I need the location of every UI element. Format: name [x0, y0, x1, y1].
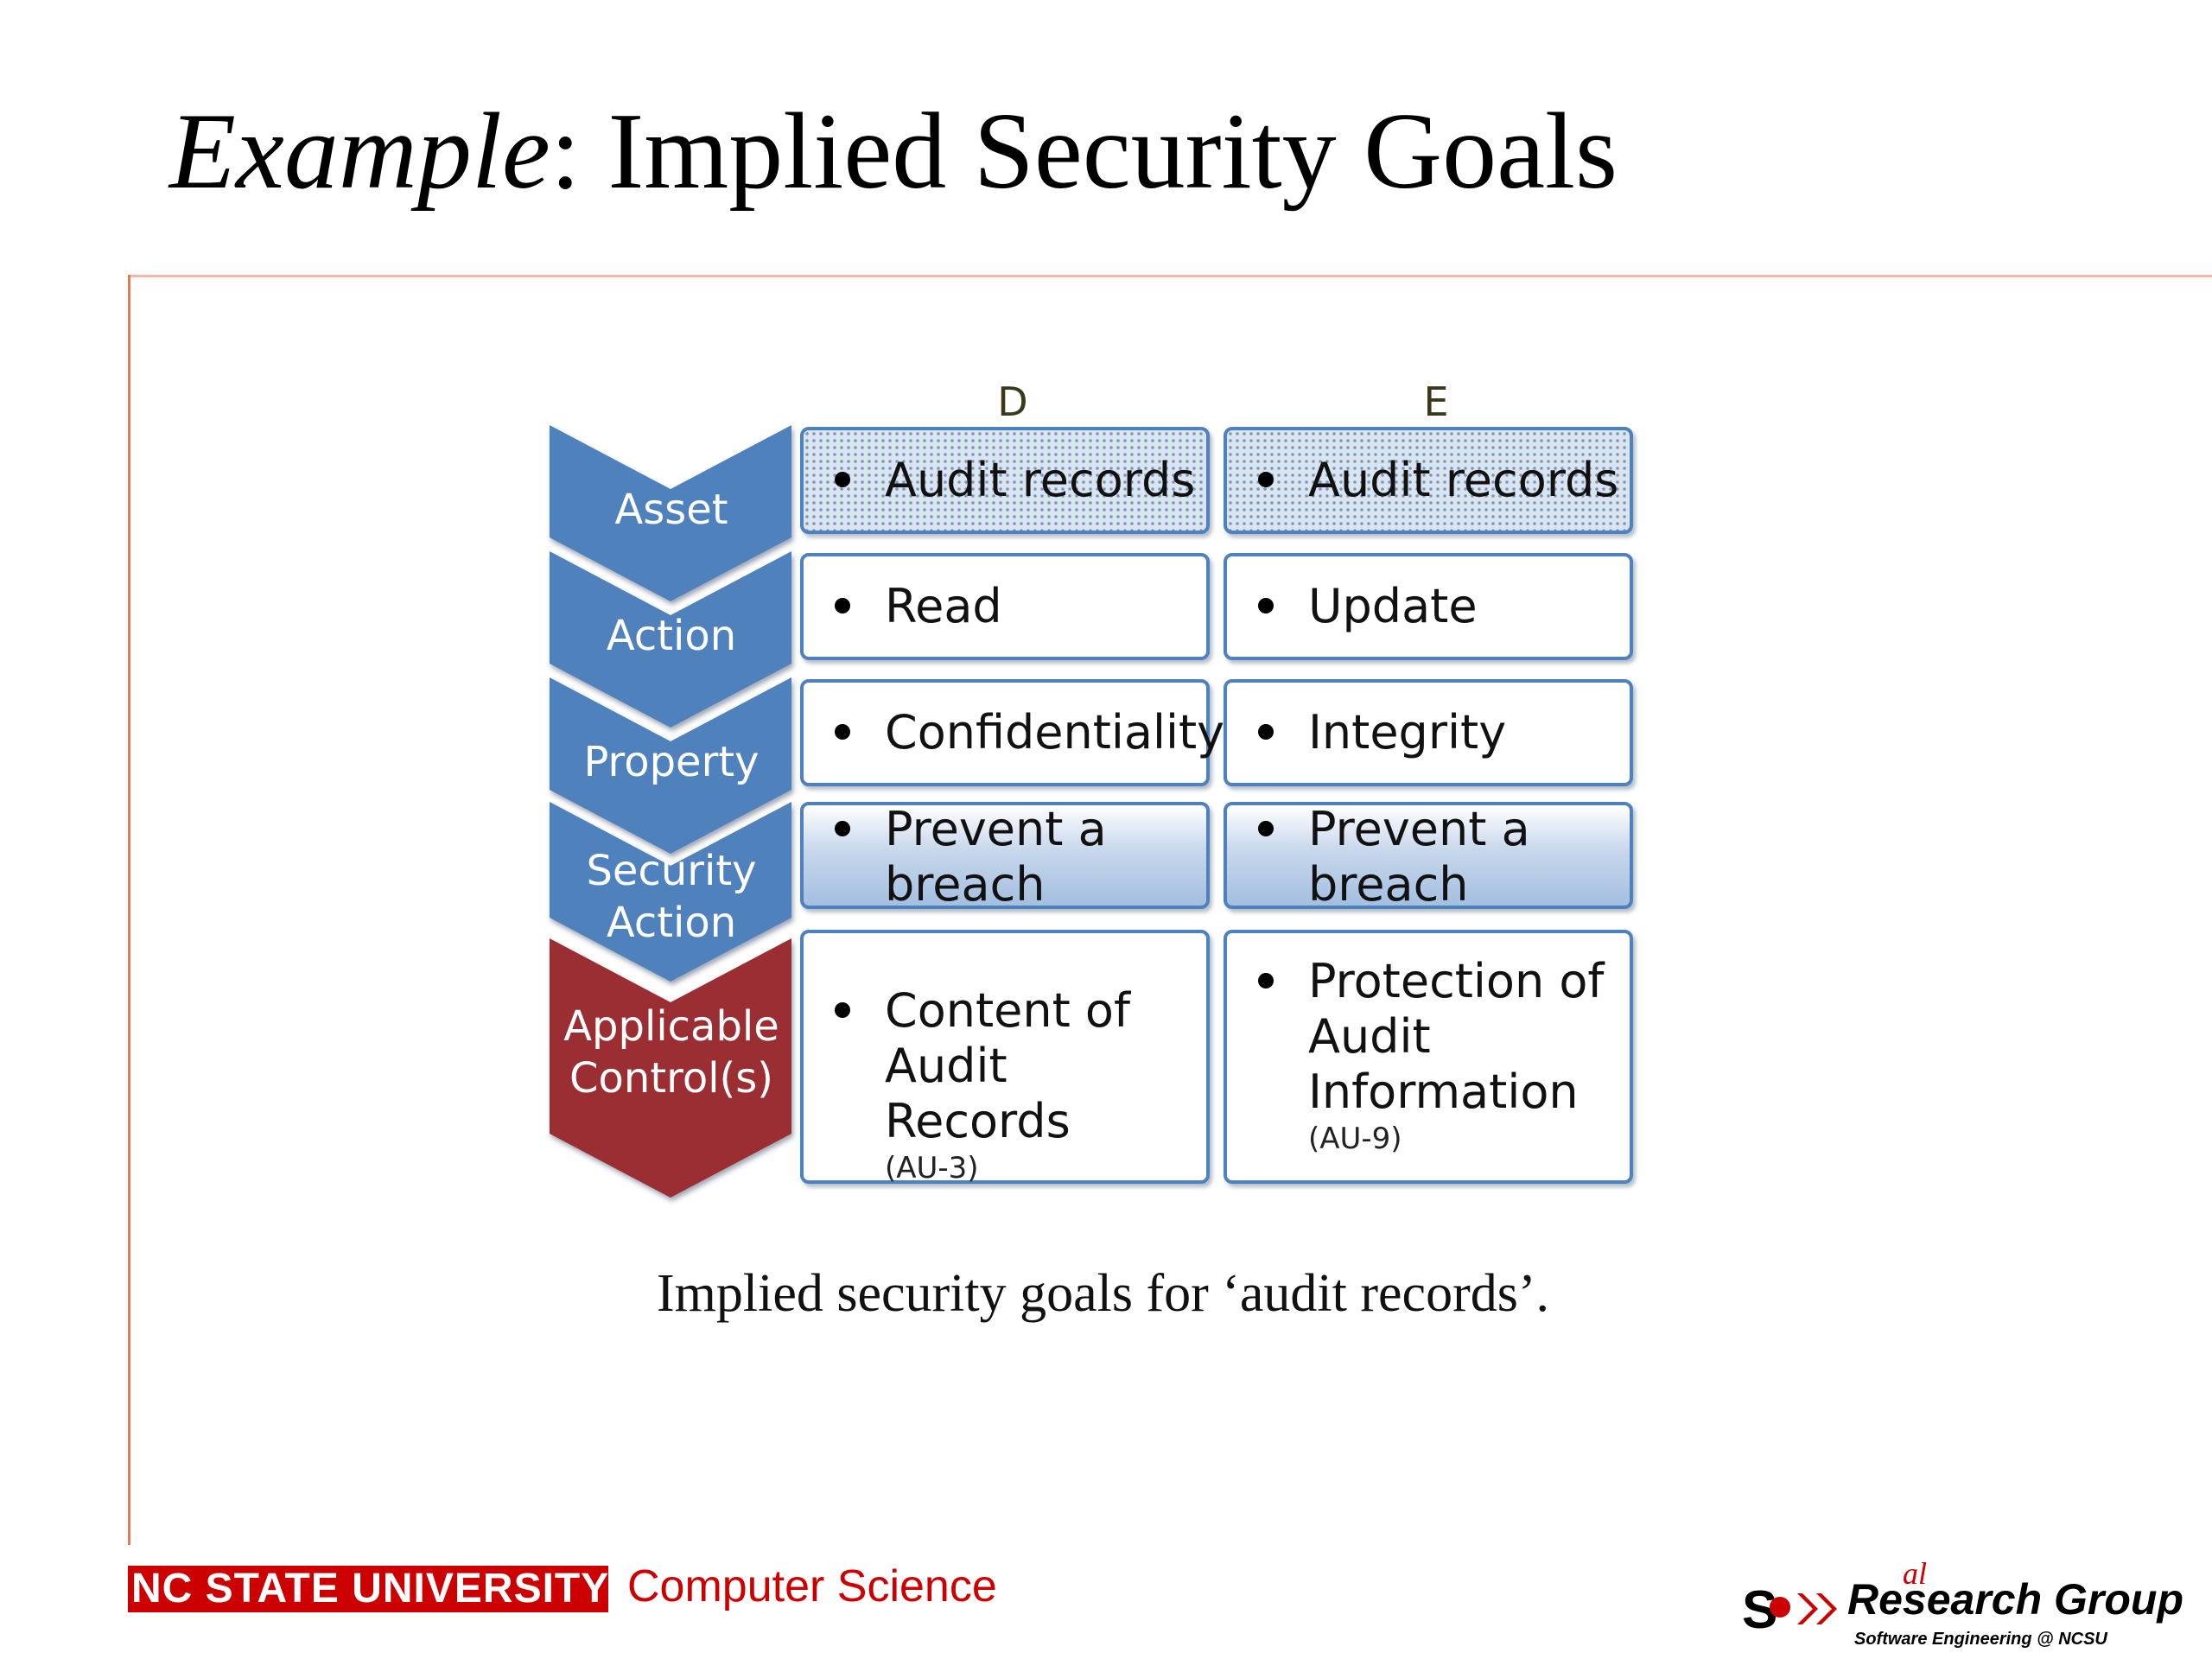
control-reference: (AU-3) [885, 1151, 979, 1185]
list-item: Protection of Audit Information (AU-9) [1258, 954, 1623, 1158]
department-name: Computer Science [627, 1561, 997, 1611]
chevron-action [550, 551, 791, 728]
chevron-label-action: Action [606, 612, 737, 660]
list-item: Audit records [1258, 453, 1623, 508]
sre-logo-icon: S [1742, 1581, 1837, 1637]
chevron-label-security-action: Security Action [550, 845, 793, 949]
cell-controls-d: Content of Audit Records (AU-3) [800, 930, 1210, 1187]
list-item: Read [835, 579, 1199, 634]
logo-subtitle: Software Engineering @ NCSU [1854, 1630, 2107, 1649]
chevron-asset [550, 425, 791, 601]
column-label-e: E [1423, 378, 1449, 425]
column-label-d: D [997, 378, 1028, 425]
cell-asset-e: Audit records [1224, 427, 1633, 534]
list-item: Integrity [1258, 705, 1623, 760]
chevron-label-property: Property [583, 738, 760, 786]
cell-property-e: Integrity [1224, 679, 1633, 786]
cell-property-d: Confidentiality [800, 679, 1224, 786]
list-item: Confidentiality [835, 705, 1224, 760]
list-item: Update [1258, 579, 1623, 634]
title-divider [128, 275, 2212, 277]
logo-wordmark: Research Group [1847, 1575, 2184, 1624]
cell-action-d: Read [800, 553, 1210, 660]
cell-security-action-d: Prevent a breach [800, 802, 1210, 912]
title-rest: : Implied Security Goals [550, 92, 1618, 212]
label-line: Security [586, 847, 757, 895]
title-italic: Example [169, 92, 550, 212]
chevron-property [550, 677, 791, 854]
label-line: Applicable [563, 1002, 779, 1051]
list-item: Content of Audit Records (AU-3) [835, 983, 1199, 1187]
list-item: Audit records [835, 453, 1199, 508]
list-item: Prevent a breach [835, 802, 1199, 912]
ncsu-wordmark: NC STATE UNIVERSITY [128, 1566, 608, 1612]
cell-controls-e: Protection of Audit Information (AU-9) [1224, 930, 1633, 1184]
chevron-applicable-controls [550, 938, 791, 1198]
chevron-security-action [550, 802, 791, 982]
cell-action-e: Update [1224, 553, 1633, 660]
list-item: Prevent a breach [1258, 802, 1623, 912]
chevron-label-applicable-controls: Applicable Control(s) [550, 1001, 793, 1104]
research-group-logo: S Research Group al Software Engineering… [1740, 1555, 2212, 1659]
left-border-line [128, 275, 130, 1545]
figure-caption: Implied security goals for ‘audit record… [657, 1264, 1549, 1323]
cell-asset-d: Audit records [800, 427, 1210, 534]
cell-security-action-e: Prevent a breach [1224, 802, 1633, 912]
label-line: Action [606, 899, 737, 947]
label-line: Control(s) [569, 1054, 773, 1103]
slide-title: Example: Implied Security Goals [169, 86, 1618, 217]
logo-superscript: al [1903, 1556, 1928, 1591]
control-reference: (AU-9) [1308, 1122, 1402, 1156]
chevron-label-asset: Asset [614, 486, 728, 534]
